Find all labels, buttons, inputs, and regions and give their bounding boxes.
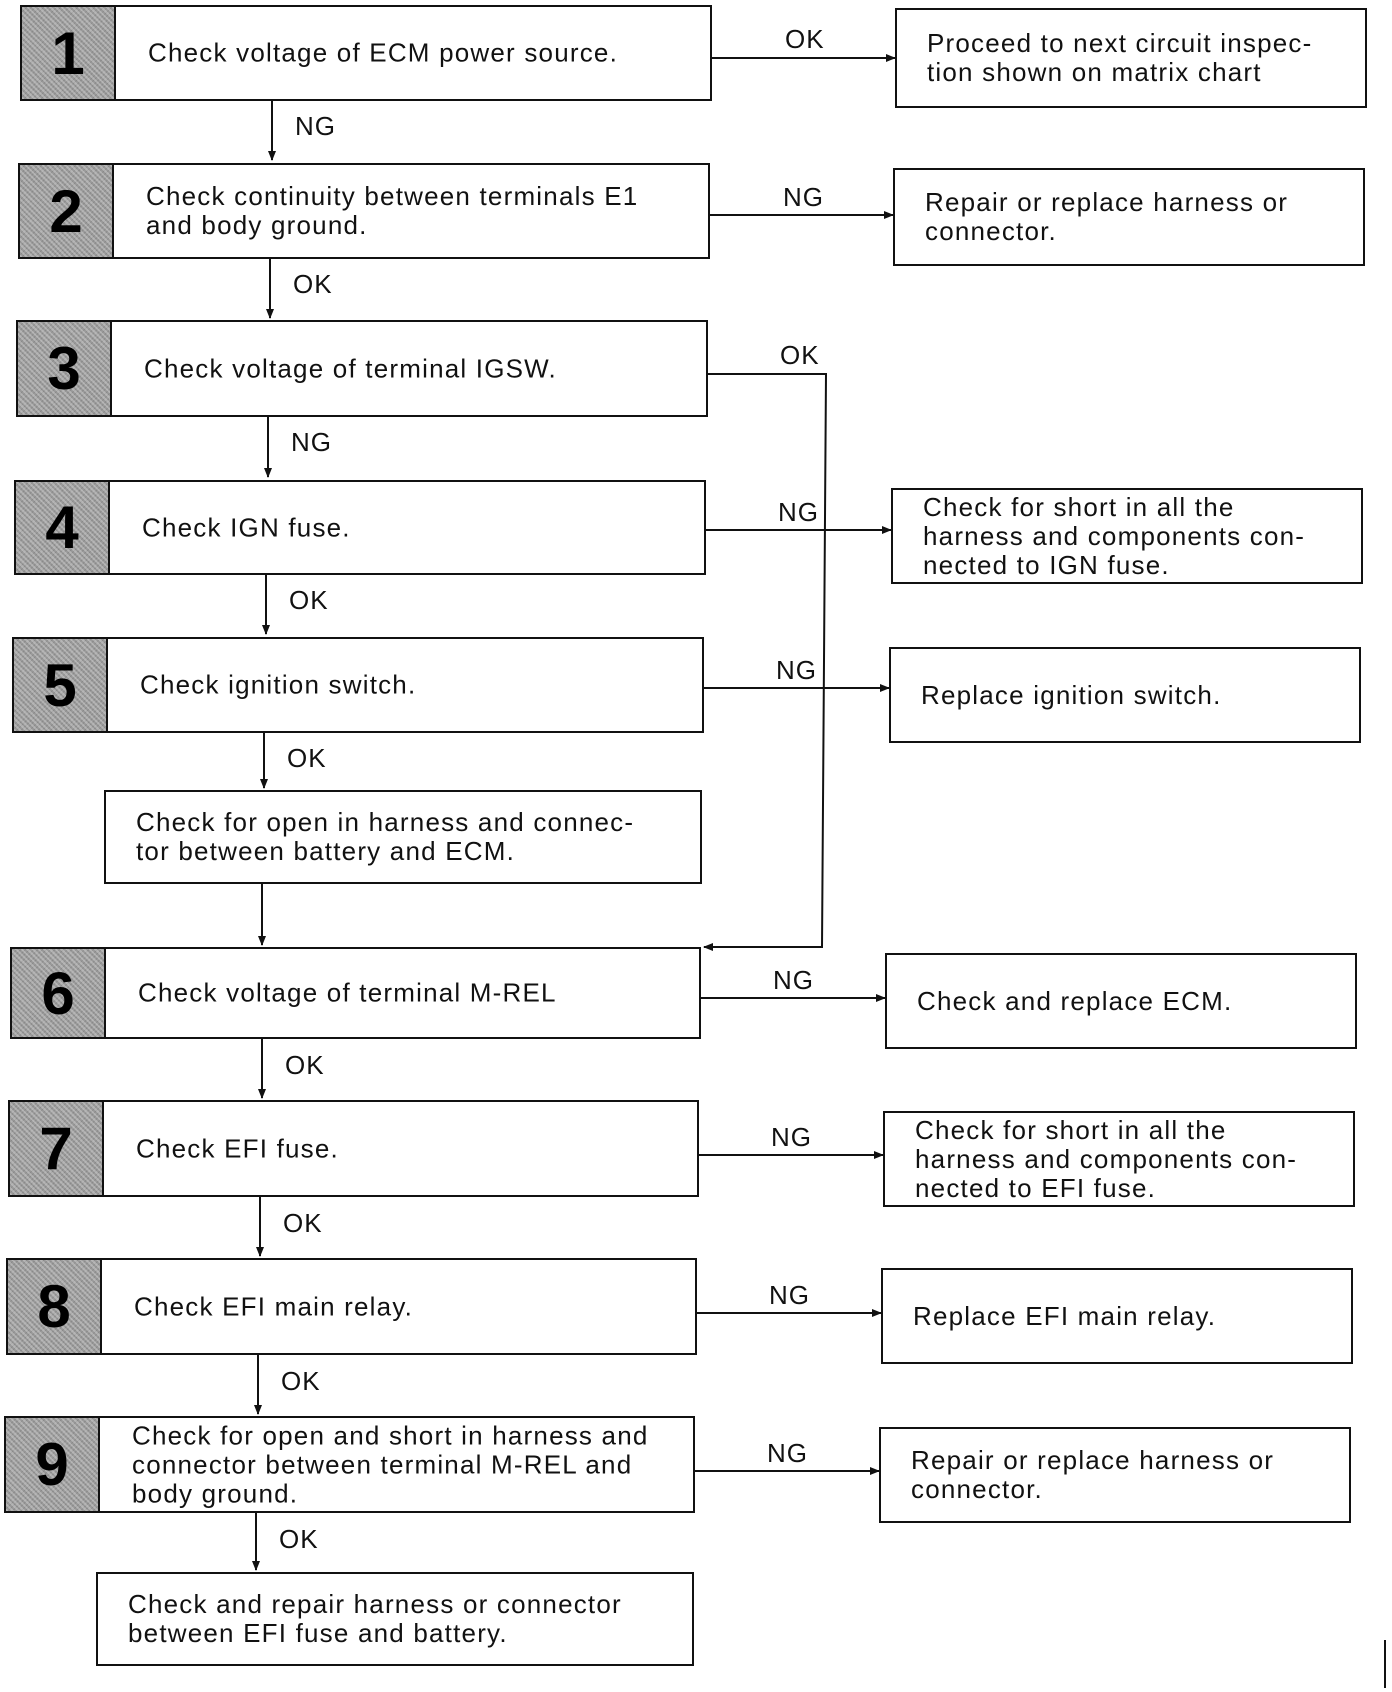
result-short-efi-fuse: Check for short in all the harness and c… bbox=[883, 1111, 1355, 1207]
result-replace-efi-relay: Replace EFI main relay. bbox=[881, 1268, 1353, 1364]
result-short-ign-fuse: Check for short in all the harness and c… bbox=[891, 488, 1363, 584]
step-number-9: 9 bbox=[6, 1418, 100, 1511]
label-step6-right: NG bbox=[773, 965, 814, 995]
step-6-box: 6 Check voltage of terminal M-REL bbox=[10, 947, 701, 1039]
result-replace-efi-relay-text: Replace EFI main relay. bbox=[913, 1300, 1217, 1331]
check-open-battery-ecm-box: Check for open in harness and connec- to… bbox=[104, 790, 702, 884]
step-8-text: Check EFI main relay. bbox=[134, 1291, 414, 1321]
result-replace-ecm: Check and replace ECM. bbox=[885, 953, 1357, 1049]
step-number-6: 6 bbox=[12, 949, 106, 1037]
page-edge-mark bbox=[1384, 1640, 1386, 1688]
connector-3-bypass-to-6 bbox=[703, 373, 828, 951]
step-number-2: 2 bbox=[20, 165, 114, 257]
result-repair-harness-1-text: Repair or replace harness or connector. bbox=[925, 187, 1289, 246]
result-proceed-next-circuit-text: Proceed to next circuit inspec- tion sho… bbox=[927, 28, 1313, 87]
step-3-text: Check voltage of terminal IGSW. bbox=[144, 353, 557, 383]
step-4-box: 4 Check IGN fuse. bbox=[14, 480, 706, 575]
label-step2-down: OK bbox=[293, 269, 333, 299]
step-3-box: 3 Check voltage of terminal IGSW. bbox=[16, 320, 708, 417]
label-step3-right: OK bbox=[780, 340, 820, 370]
step-2-text: Check continuity between terminals E1 an… bbox=[146, 181, 639, 240]
check-repair-efi-battery-text: Check and repair harness or connector be… bbox=[128, 1589, 622, 1648]
step-1-box: 1 Check voltage of ECM power source. bbox=[20, 5, 712, 101]
label-step9-right: NG bbox=[767, 1438, 808, 1468]
step-number-1: 1 bbox=[22, 7, 116, 99]
step-9-text: Check for open and short in harness and … bbox=[132, 1420, 649, 1508]
step-8-box: 8 Check EFI main relay. bbox=[6, 1258, 697, 1355]
result-replace-ignition-switch-text: Replace ignition switch. bbox=[921, 679, 1222, 710]
label-step2-right: NG bbox=[783, 182, 824, 212]
step-1-text: Check voltage of ECM power source. bbox=[148, 37, 618, 68]
step-6-text: Check voltage of terminal M-REL bbox=[138, 977, 557, 1008]
step-5-text: Check ignition switch. bbox=[140, 669, 417, 700]
result-proceed-next-circuit: Proceed to next circuit inspec- tion sho… bbox=[895, 8, 1367, 108]
label-step5-right: NG bbox=[776, 655, 817, 685]
label-step1-right: OK bbox=[785, 24, 825, 54]
result-repair-harness-1: Repair or replace harness or connector. bbox=[893, 168, 1365, 266]
result-short-ign-fuse-text: Check for short in all the harness and c… bbox=[923, 491, 1306, 580]
label-step8-down: OK bbox=[281, 1366, 321, 1396]
label-step3-down: NG bbox=[291, 427, 332, 457]
step-number-4: 4 bbox=[16, 482, 110, 573]
step-number-3: 3 bbox=[18, 322, 112, 415]
step-4-text: Check IGN fuse. bbox=[142, 512, 351, 542]
label-step5-down: OK bbox=[287, 743, 327, 773]
label-step4-right: NG bbox=[778, 497, 819, 527]
check-repair-efi-battery-box: Check and repair harness or connector be… bbox=[96, 1572, 694, 1666]
step-7-text: Check EFI fuse. bbox=[136, 1133, 339, 1163]
result-short-efi-fuse-text: Check for short in all the harness and c… bbox=[915, 1114, 1298, 1203]
result-replace-ignition-switch: Replace ignition switch. bbox=[889, 647, 1361, 743]
label-step6-down: OK bbox=[285, 1050, 325, 1080]
label-step1-down: NG bbox=[295, 111, 336, 141]
label-step7-down: OK bbox=[283, 1208, 323, 1238]
step-number-5: 5 bbox=[14, 639, 108, 731]
result-repair-harness-2: Repair or replace harness or connector. bbox=[879, 1427, 1351, 1523]
step-7-box: 7 Check EFI fuse. bbox=[8, 1100, 699, 1197]
step-9-box: 9 Check for open and short in harness an… bbox=[4, 1416, 695, 1513]
check-open-battery-ecm-text: Check for open in harness and connec- to… bbox=[136, 807, 635, 866]
label-step4-down: OK bbox=[289, 585, 329, 615]
result-replace-ecm-text: Check and replace ECM. bbox=[917, 985, 1233, 1016]
label-step8-right: NG bbox=[769, 1280, 810, 1310]
step-2-box: 2 Check continuity between terminals E1 … bbox=[18, 163, 710, 259]
step-number-7: 7 bbox=[10, 1102, 104, 1195]
label-step7-right: NG bbox=[771, 1122, 812, 1152]
label-step9-down: OK bbox=[279, 1524, 319, 1554]
result-repair-harness-2-text: Repair or replace harness or connector. bbox=[911, 1445, 1275, 1504]
step-number-8: 8 bbox=[8, 1260, 102, 1353]
step-5-box: 5 Check ignition switch. bbox=[12, 637, 704, 733]
